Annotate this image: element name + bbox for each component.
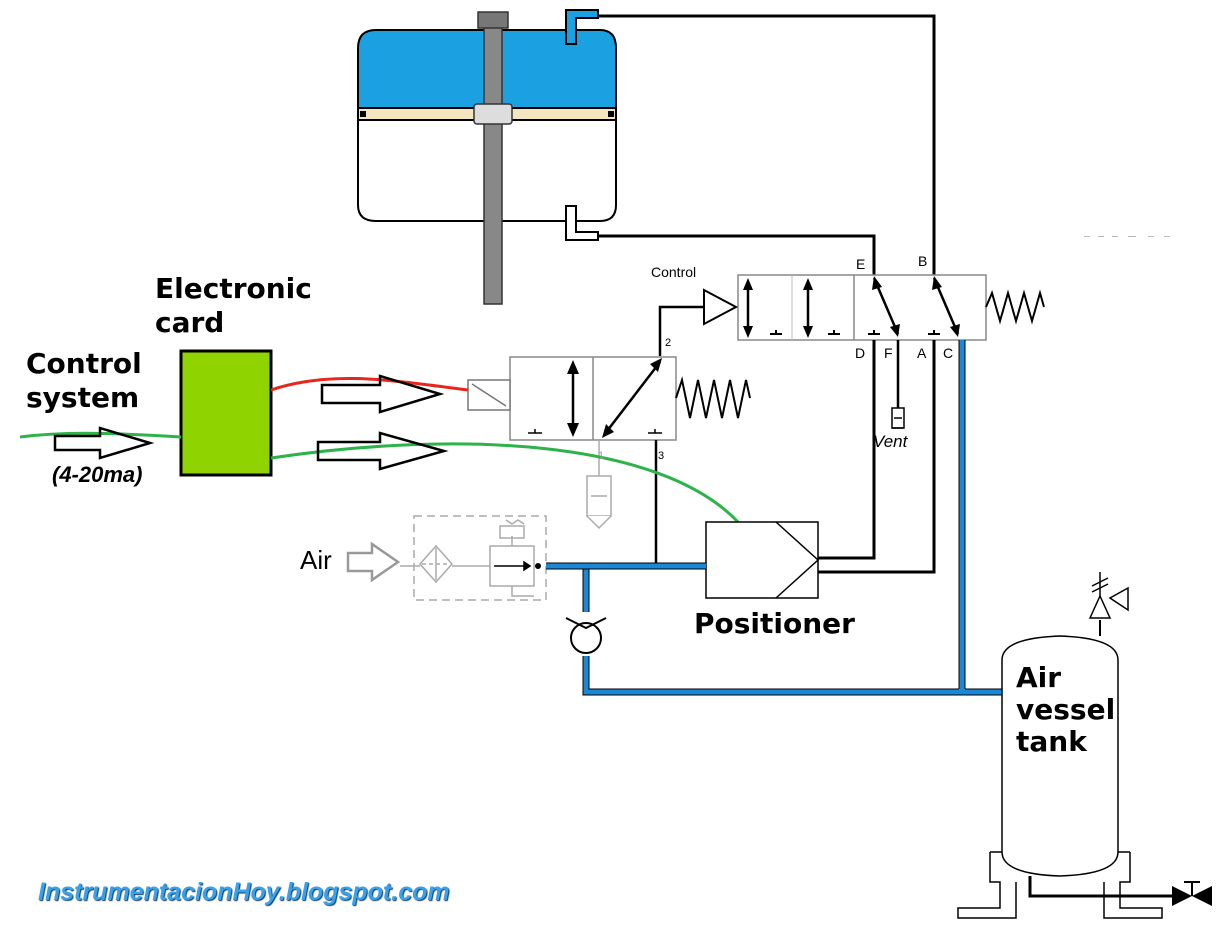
solenoid-arrow — [320, 374, 445, 414]
input-arrow — [53, 426, 155, 460]
control-system-label-line2: system — [26, 381, 140, 414]
check-valve — [565, 617, 607, 654]
actuator-bottom-port — [565, 205, 599, 241]
signal-range-label: (4-20ma) — [52, 462, 143, 487]
control-system-label-line1: Control — [26, 347, 142, 380]
actuator-cylinder — [357, 9, 617, 305]
port-1-silencer — [586, 440, 612, 530]
port-a-label: A — [917, 345, 927, 361]
website-link[interactable]: InstrumentacionHoy.blogspot.com — [38, 878, 450, 906]
solenoid-valve-3-2 — [467, 356, 751, 441]
safety-valve — [1088, 572, 1129, 636]
solenoid-signal-wire — [270, 376, 469, 392]
positioner — [705, 521, 820, 599]
port-1-label: 1 — [598, 450, 605, 462]
air-supply-lines — [546, 340, 1002, 695]
air-vessel-label-line2: vessel — [1016, 693, 1116, 726]
electronic-card-label-line2: card — [155, 306, 225, 339]
line-to-port-b — [598, 14, 936, 275]
vent-label: Vent — [873, 432, 908, 451]
pilot-valve-5-2 — [703, 274, 1045, 341]
air-vessel-tank — [957, 635, 1172, 919]
control-pilot-line — [658, 305, 704, 356]
line-port-d — [818, 340, 876, 560]
electronic-card-label-line1: Electronic — [155, 272, 312, 305]
piston-rod — [483, 13, 503, 305]
air-label: Air — [300, 545, 332, 575]
port-f-label: F — [884, 345, 893, 361]
port-d-label: D — [855, 345, 866, 361]
line-port-a — [818, 340, 936, 574]
input-signal-wire — [19, 431, 182, 439]
vent-silencer — [891, 407, 905, 429]
drain-valve — [1172, 881, 1212, 906]
control-label: Control — [651, 264, 697, 280]
port-c-label: C — [943, 345, 954, 361]
positioner-arrow — [316, 431, 449, 471]
positioner-signal-wire — [270, 442, 740, 524]
port-e-label: E — [856, 256, 866, 272]
air-vessel-label-line1: Air — [1016, 661, 1062, 694]
air-vessel-label-line3: tank — [1016, 725, 1087, 758]
positioner-label: Positioner — [694, 607, 855, 640]
line-to-port-e — [598, 234, 876, 275]
port-2-label: 2 — [665, 337, 672, 349]
port-3-label: 3 — [658, 450, 665, 462]
electronic-card — [179, 349, 273, 477]
actuator-top-port — [565, 9, 599, 45]
filter-regulator-unit — [400, 515, 547, 601]
air-inlet-arrow — [346, 541, 401, 583]
port-b-label: B — [918, 253, 928, 269]
